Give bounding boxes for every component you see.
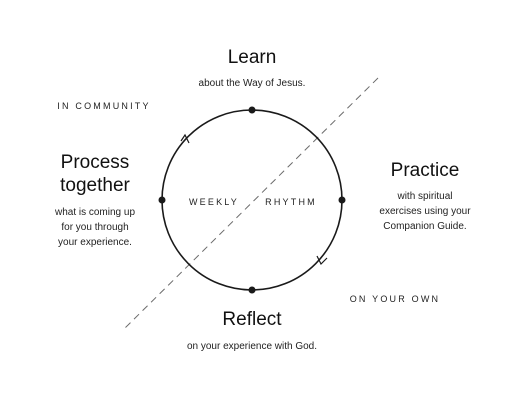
learn-description: about the Way of Jesus.: [198, 78, 306, 89]
region-label-community: IN COMMUNITY: [57, 101, 151, 111]
direction-arrow-icon: [316, 255, 328, 266]
process-title-line1: Process: [60, 152, 130, 173]
process-dot: [158, 196, 166, 204]
process-description-line1: what is coming up: [54, 207, 136, 218]
learn-title: Learn: [227, 47, 277, 68]
reflect-description: on your experience with God.: [186, 341, 318, 352]
center-label-rhythm: RHYTHM: [265, 197, 317, 207]
practice-description-line3: Companion Guide.: [383, 221, 467, 232]
direction-arrow-icon: [180, 133, 190, 144]
learn-dot: [248, 106, 256, 114]
process-description-line2: for you through: [61, 222, 129, 233]
process-description-line3: your experience.: [58, 237, 132, 248]
region-label-own: ON YOUR OWN: [349, 294, 441, 304]
practice-title: Practice: [390, 160, 460, 181]
process-title-line2: together: [60, 175, 130, 196]
practice-dot: [338, 196, 346, 204]
center-label-weekly: WEEKLY: [188, 197, 240, 207]
practice-description-line1: with spiritual: [397, 191, 453, 202]
practice-description-line2: exercises using your: [379, 206, 471, 217]
reflect-title: Reflect: [222, 309, 282, 330]
reflect-dot: [248, 286, 256, 294]
